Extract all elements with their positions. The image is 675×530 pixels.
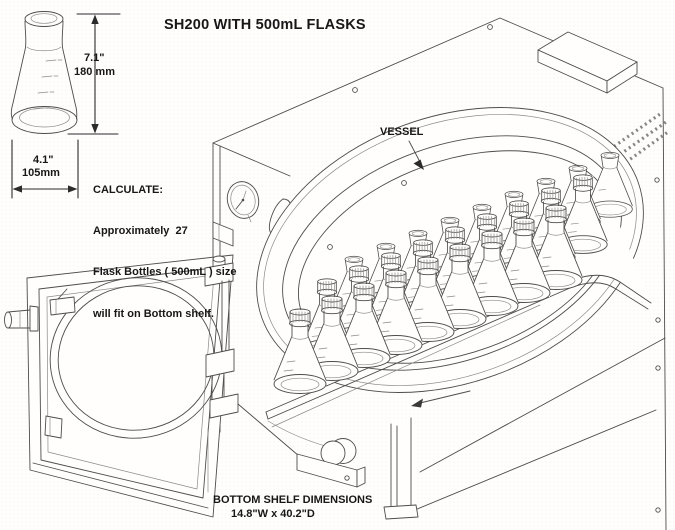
top-module xyxy=(537,31,638,94)
hinge-assembly xyxy=(204,255,239,419)
shelf-support-arm xyxy=(237,403,366,488)
calculate-note-line3: Flask Bottles ( 500mL ) size xyxy=(93,266,237,279)
bottom-shelf-dimensions-value: 14.8"W x 40.2"D xyxy=(231,508,315,520)
calculate-note-line4: will fit on Bottom shelf. xyxy=(93,307,214,320)
pressure-gauge-icon xyxy=(226,181,260,223)
flask-width-metric-label: 105mm xyxy=(22,167,60,179)
door-handle xyxy=(4,305,39,332)
autoclave-body xyxy=(212,17,669,530)
front-leg xyxy=(383,417,419,520)
diagram-title: SH200 WITH 500mL FLASKS xyxy=(164,17,366,33)
flask-height-inches-label: 7.1" xyxy=(84,52,105,64)
height-dimension xyxy=(67,13,121,135)
latch-keeper xyxy=(212,221,234,247)
vessel-pointer-arrow xyxy=(408,140,424,170)
reference-flask xyxy=(10,11,78,134)
chamber-door xyxy=(4,254,234,518)
calculate-note-line2: Approximately 27 xyxy=(93,224,188,237)
calculate-note: CALCULATE: Approximately 27 Flask Bottle… xyxy=(93,156,236,335)
width-dimension xyxy=(11,139,79,199)
flask-width-inches-label: 4.1" xyxy=(33,154,54,166)
calculate-note-heading: CALCULATE: xyxy=(93,183,164,196)
door-latch xyxy=(44,288,76,439)
vessel-label: VESSEL xyxy=(380,126,424,138)
door-seal xyxy=(49,277,223,439)
vent-grille-icon xyxy=(591,112,669,180)
shelf-slide-arrow xyxy=(411,390,471,408)
flask-height-metric-label: 180 mm xyxy=(74,66,115,78)
bottom-shelf-dimensions-title: BOTTOM SHELF DIMENSIONS xyxy=(213,494,373,506)
